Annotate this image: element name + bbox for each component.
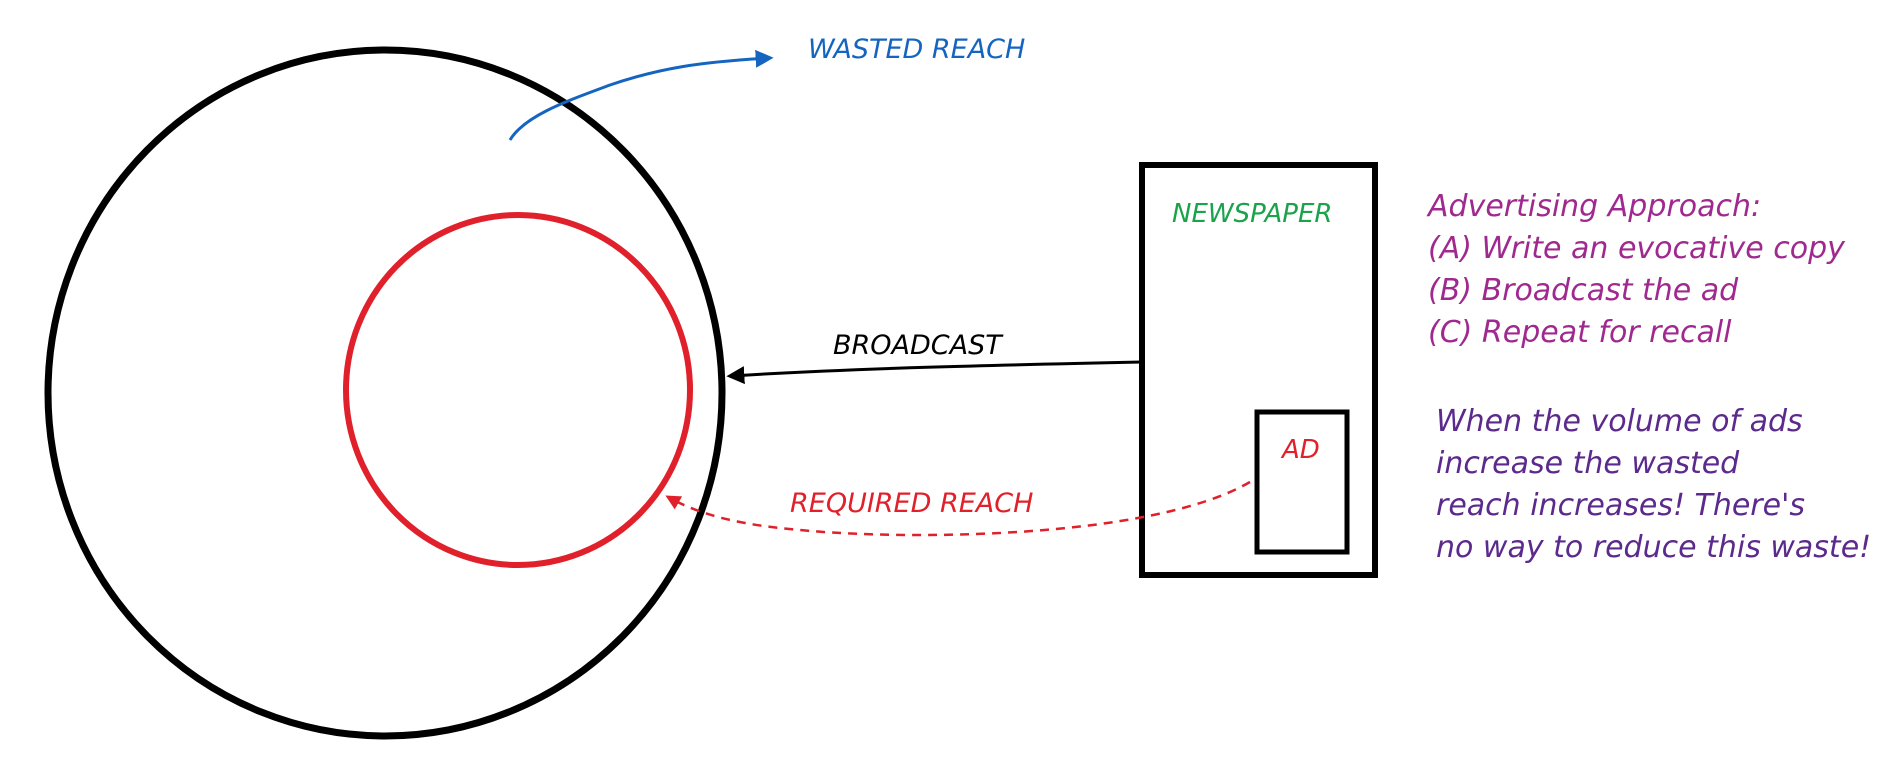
wasted-reach-arrow [508, 49, 774, 141]
advertising-approach: Advertising Approach: (A) Write an evoca… [1426, 189, 1846, 350]
waste-note: When the volume of ads increase the wast… [1436, 404, 1871, 565]
newspaper-box [1139, 162, 1378, 578]
broadcast-label: BROADCAST [833, 330, 1004, 361]
note-line: no way to reduce this waste! [1436, 530, 1871, 565]
wasted-reach-label: WASTED REACH [808, 34, 1025, 65]
required-reach-circle [343, 212, 693, 568]
required-reach-arrow [665, 480, 1251, 537]
ad-label: AD [1280, 435, 1320, 465]
approach-step: (B) Broadcast the ad [1428, 273, 1739, 308]
outer-reach-circle [44, 46, 726, 740]
approach-title: Advertising Approach: [1426, 189, 1761, 224]
approach-step: (A) Write an evocative copy [1428, 231, 1846, 266]
note-line: When the volume of ads [1436, 404, 1803, 439]
required-reach-label: REQUIRED REACH [790, 488, 1033, 519]
note-line: increase the wasted [1436, 446, 1740, 481]
approach-step: (C) Repeat for recall [1428, 315, 1732, 350]
note-line: reach increases! There's [1436, 488, 1805, 523]
broadcast-arrow [726, 360, 1143, 385]
ad-box [1254, 409, 1350, 555]
newspaper-label: NEWSPAPER [1172, 199, 1332, 229]
